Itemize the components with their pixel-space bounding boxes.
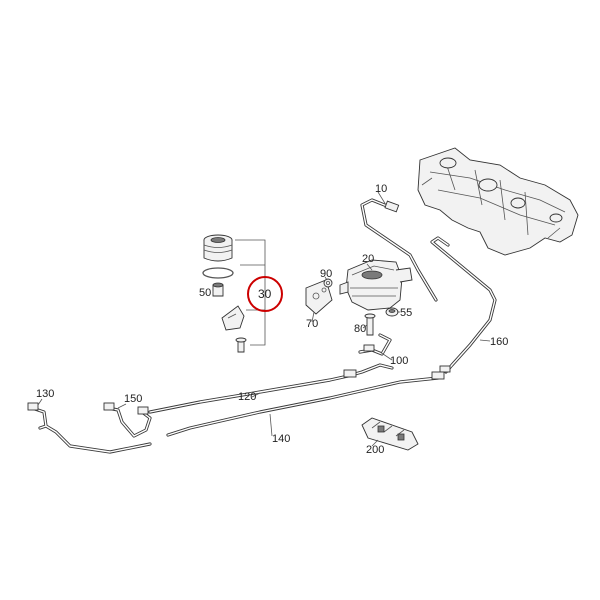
label-130: 130 xyxy=(36,388,54,400)
label-150: 150 xyxy=(124,393,142,405)
fuel-line-120-icon xyxy=(148,363,394,414)
label-30: 30 xyxy=(258,287,272,301)
fuel-line-160-icon xyxy=(430,236,497,374)
fuel-tank-icon xyxy=(417,147,579,256)
label-160: 160 xyxy=(490,336,508,348)
label-120: 120 xyxy=(238,391,256,403)
leader-lines xyxy=(37,191,491,447)
label-200: 200 xyxy=(366,444,384,456)
label-140: 140 xyxy=(272,433,290,445)
label-70: 70 xyxy=(306,318,318,330)
clip-bracket-icon xyxy=(361,417,419,451)
fuel-line-10-icon xyxy=(360,198,438,302)
fuel-line-150-icon xyxy=(103,402,152,438)
fuel-filter-icon xyxy=(202,234,266,353)
fuel-pump-module-icon xyxy=(339,259,413,336)
label-90: 90 xyxy=(320,268,332,280)
label-50: 50 xyxy=(199,287,211,299)
label-100: 100 xyxy=(390,355,408,367)
fuel-line-140-icon xyxy=(166,371,445,437)
label-20: 20 xyxy=(362,253,374,265)
label-80: 80 xyxy=(354,323,366,335)
washer-icon xyxy=(323,278,333,288)
fuel-line-100-icon xyxy=(358,333,392,356)
label-10: 10 xyxy=(375,183,387,195)
highlight-circle xyxy=(247,276,283,312)
label-55: 55 xyxy=(400,307,412,319)
mounting-plate-icon xyxy=(305,279,333,315)
fuel-line-130-icon xyxy=(27,402,152,454)
